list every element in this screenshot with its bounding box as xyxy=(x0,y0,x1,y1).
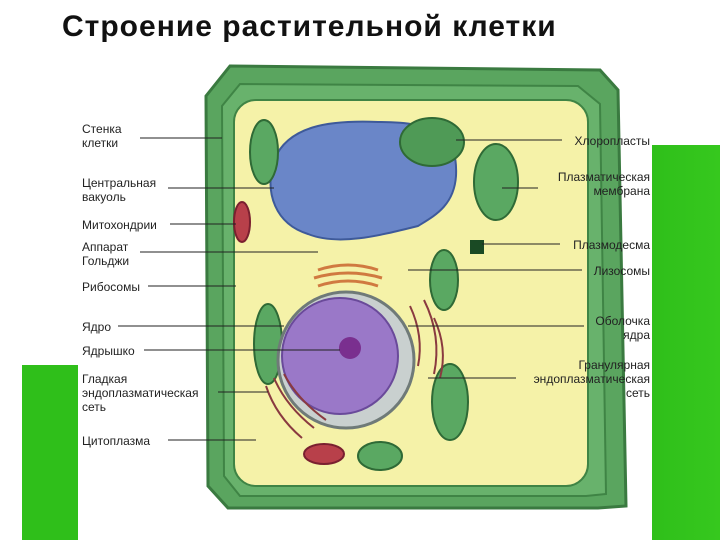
decorative-green-bar-left xyxy=(22,365,78,540)
chloroplast-bottom-right xyxy=(357,441,403,471)
label-central-vacuole: Центральная вакуоль xyxy=(82,176,157,204)
rough-er-strands xyxy=(409,299,444,379)
plasmodesma-mark xyxy=(470,240,484,254)
smooth-er-strands xyxy=(265,373,327,439)
nucleus-body xyxy=(281,297,399,415)
label-smooth-er: Гладкая эндоплазматическая сеть xyxy=(82,372,199,414)
label-cell-wall: Стенка клетки xyxy=(82,122,122,150)
label-nucleolus: Ядрышко xyxy=(82,344,135,358)
slide-title: Строение растительной клетки xyxy=(62,10,557,43)
chloroplast-right-mid xyxy=(429,249,459,311)
label-nucleus: Ядро xyxy=(82,320,112,334)
mitochondrion-bottom xyxy=(303,443,345,465)
chloroplast-right-upper xyxy=(473,143,519,221)
chloroplast-right-lower xyxy=(431,363,469,441)
label-lysosomes: Лизосомы xyxy=(593,264,650,278)
label-plasmodesma: Плазмодесма xyxy=(573,238,650,252)
chloroplast-top xyxy=(399,117,465,167)
label-chloroplasts: Хлоропласты xyxy=(574,134,650,148)
chloroplast-left-upper xyxy=(249,119,279,185)
golgi-apparatus xyxy=(313,263,383,288)
label-rough-er: Гранулярная эндоплазматическая сеть xyxy=(533,358,650,400)
nucleolus-shape xyxy=(339,337,361,359)
label-cytoplasm: Цитоплазма xyxy=(82,434,151,448)
decorative-green-bar-right xyxy=(652,145,720,540)
label-golgi: Аппарат Гольджи xyxy=(82,240,130,268)
label-mitochondria: Митохондрии xyxy=(82,218,157,232)
mitochondrion-left xyxy=(233,201,251,243)
cell-drawing xyxy=(118,64,628,510)
cell-diagram: Стенка клетки Центральная вакуоль Митохо… xyxy=(78,56,652,516)
label-ribosomes: Рибосомы xyxy=(82,280,140,294)
label-plasma-membrane: Плазматическая мембрана xyxy=(557,170,650,198)
label-nuclear-envelope: Оболочка ядра xyxy=(595,314,650,342)
